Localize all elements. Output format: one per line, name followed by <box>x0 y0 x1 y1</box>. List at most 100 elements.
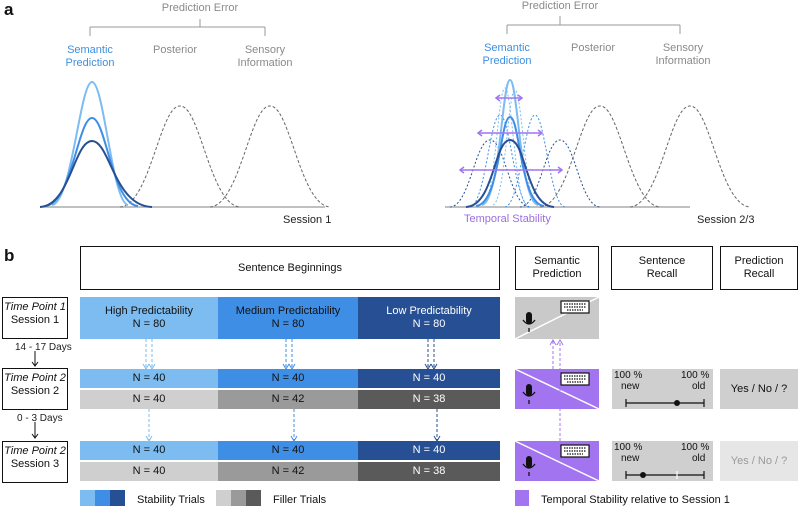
cell-title: High Predictability <box>104 305 194 317</box>
header-line1: Sentence <box>638 255 686 267</box>
temporal-stability-label: Temporal Stability <box>464 213 551 225</box>
header-line1: Prediction <box>734 255 784 267</box>
legend-temporal-label: Temporal Stability relative to Session 1 <box>541 494 730 506</box>
legend-filler-label: Filler Trials <box>273 494 327 506</box>
interval-1-label: 14 - 17 Days <box>15 342 72 353</box>
sensory-label-line1: Sensory <box>244 44 286 56</box>
time-point-title: Time Point 2 <box>4 445 66 457</box>
prior-curve-mid-right <box>475 115 545 207</box>
session-link-arrows <box>145 339 438 440</box>
legend-swatch-low <box>110 490 125 506</box>
panel-a-distributions <box>39 16 751 208</box>
recall-scale-s2 <box>625 399 705 407</box>
semantic-label-line1: Semantic <box>67 44 113 56</box>
prediction-recall-header: Prediction Recall <box>720 246 798 290</box>
time-point-title: Time Point 2 <box>4 372 66 384</box>
session2-filler-3: N = 38 <box>358 390 500 409</box>
prediction-error-bracket-right <box>506 16 681 34</box>
legend-swatch-filler-dark <box>246 490 261 506</box>
shifted-prior-curves <box>449 87 601 208</box>
sensory-information-label-right: Sensory Information <box>648 42 718 68</box>
session3-stability-medium: N = 40 <box>218 441 358 460</box>
sensory-curve-left <box>209 105 331 208</box>
session2-stability-high: N = 40 <box>80 369 218 388</box>
cell-count: N = 80 <box>132 318 166 330</box>
semantic-prediction-label-right: Semantic Prediction <box>472 42 542 68</box>
low-predictability-cell: Low Predictability N = 80 <box>358 297 500 339</box>
microphone-icon <box>522 456 536 476</box>
time-point-1-box: Time Point 1 Session 1 <box>2 297 68 339</box>
panel-b-graphics <box>31 296 798 506</box>
semantic-prediction-label-left: Semantic Prediction <box>55 44 125 70</box>
temporal-stability-arrows <box>458 94 564 174</box>
sentence-recall-box-s3 <box>612 441 713 481</box>
header-line2: Prediction <box>532 268 582 280</box>
recall-right-word-s2: old <box>692 381 706 392</box>
prediction-error-label-right: Prediction Error <box>521 0 599 12</box>
session2-stability-low: N = 40 <box>358 369 500 388</box>
sensory-curve-right <box>629 105 751 208</box>
microphone-icon <box>522 384 536 404</box>
keyboard-icon <box>560 372 590 386</box>
prediction-recall-box-s2 <box>720 369 798 409</box>
recall-left-pct-s2: 100 % <box>614 370 643 381</box>
keyboard-icon <box>560 300 590 314</box>
posterior-label-right: Posterior <box>570 42 616 54</box>
time-point-3-box: Time Point 2 Session 3 <box>2 441 68 483</box>
semantic-label-line1: Semantic <box>484 42 530 54</box>
panel-a-letter: a <box>4 0 14 19</box>
legend-swatch-medium <box>95 490 110 506</box>
semantic-label-line2: Prediction <box>65 57 115 69</box>
legend-stability-label: Stability Trials <box>137 494 205 506</box>
header-line2: Recall <box>743 268 775 280</box>
time-point-2-box: Time Point 2 Session 2 <box>2 368 68 410</box>
prediction-recall-box-s3 <box>720 441 798 481</box>
arrowhead <box>556 339 564 346</box>
prediction-recall-answer-s3: Yes / No / ? <box>730 455 788 467</box>
session-link-arrowheads <box>142 363 441 442</box>
session3-filler-2: N = 42 <box>218 462 358 481</box>
legend-swatch-temporal <box>515 490 529 506</box>
prediction-error-label-left: Prediction Error <box>161 2 239 14</box>
cell-title: Medium Predictability <box>235 305 341 317</box>
session2-filler-1: N = 40 <box>80 390 218 409</box>
recall-left-word-s3: new <box>621 453 640 464</box>
session2-stability-medium: N = 40 <box>218 369 358 388</box>
cell-count: N = 80 <box>412 318 446 330</box>
session3-stability-low: N = 40 <box>358 441 500 460</box>
legend-swatch-high <box>80 490 95 506</box>
header-line1: Semantic <box>534 255 580 267</box>
prediction-recall-answer-s2: Yes / No / ? <box>730 383 788 395</box>
header-line2: Recall <box>646 268 678 280</box>
keyboard-icon <box>560 444 590 458</box>
panel-b-letter: b <box>4 246 15 265</box>
session-1-label: Session 1 <box>283 214 332 226</box>
time-point-session: Session 1 <box>10 314 60 326</box>
recall-left-word-s2: new <box>621 381 640 392</box>
posterior-curve-left <box>119 105 241 208</box>
posterior-curve-right <box>539 105 661 208</box>
semantic-prediction-header: Semantic Prediction <box>515 246 599 290</box>
prior-curve-mid-left <box>44 116 139 207</box>
session3-stability-high: N = 40 <box>80 441 218 460</box>
sentence-recall-header: Sentence Recall <box>611 246 713 290</box>
prediction-error-bracket-left <box>89 19 266 36</box>
recall-right-pct-s2: 100 % <box>681 370 710 381</box>
sentence-beginnings-header: Sentence Beginnings <box>80 246 500 290</box>
time-point-session: Session 3 <box>10 458 60 470</box>
prior-curve-wide-right <box>465 138 555 208</box>
session3-filler-1: N = 40 <box>80 462 218 481</box>
session-2-3-label: Session 2/3 <box>697 214 755 226</box>
time-point-session: Session 2 <box>10 385 60 397</box>
cell-title: Low Predictability <box>386 305 472 317</box>
session3-filler-3: N = 38 <box>358 462 500 481</box>
time-down-arrows <box>31 351 39 439</box>
recall-right-pct-s3: 100 % <box>681 442 710 453</box>
sentence-recall-box-s2 <box>612 369 713 409</box>
medium-predictability-cell: Medium Predictability N = 80 <box>218 297 358 339</box>
recall-slider-knob-s2 <box>674 400 680 406</box>
recall-scale-s3 <box>625 471 705 479</box>
legend-swatch-filler-light <box>216 490 231 506</box>
prior-curve-wide-left <box>39 139 153 208</box>
recall-slider-knob-s3 <box>640 472 646 478</box>
